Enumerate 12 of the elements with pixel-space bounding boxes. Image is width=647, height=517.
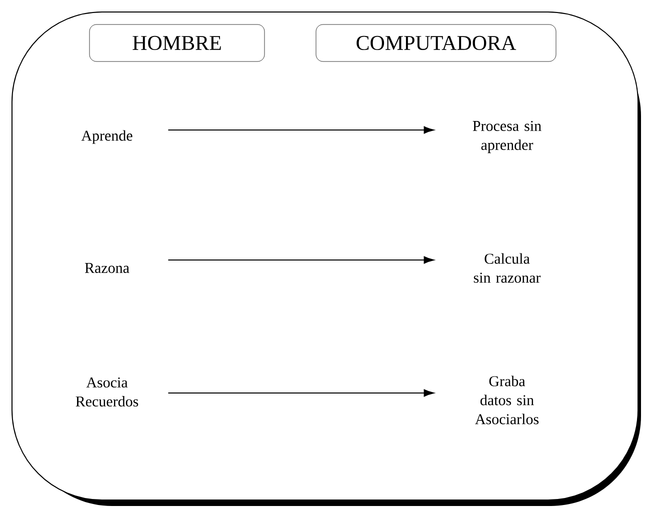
label-text: Asocia Recuerdos [76,377,138,407]
arrow [168,126,434,134]
label-text: Calcula sin razonar [474,253,541,283]
label-text: Graba datos sin Asociarlos [475,376,539,424]
rounded-frame [12,12,641,506]
label-text: Procesa sin aprender [472,120,542,154]
arrow [168,389,434,397]
label-text: Razona [84,263,130,273]
label-text: Aprende [81,130,132,144]
header-box: COMPUTADORA [316,24,556,62]
arrow [168,256,434,264]
header-box: HOMBRE [89,24,265,62]
